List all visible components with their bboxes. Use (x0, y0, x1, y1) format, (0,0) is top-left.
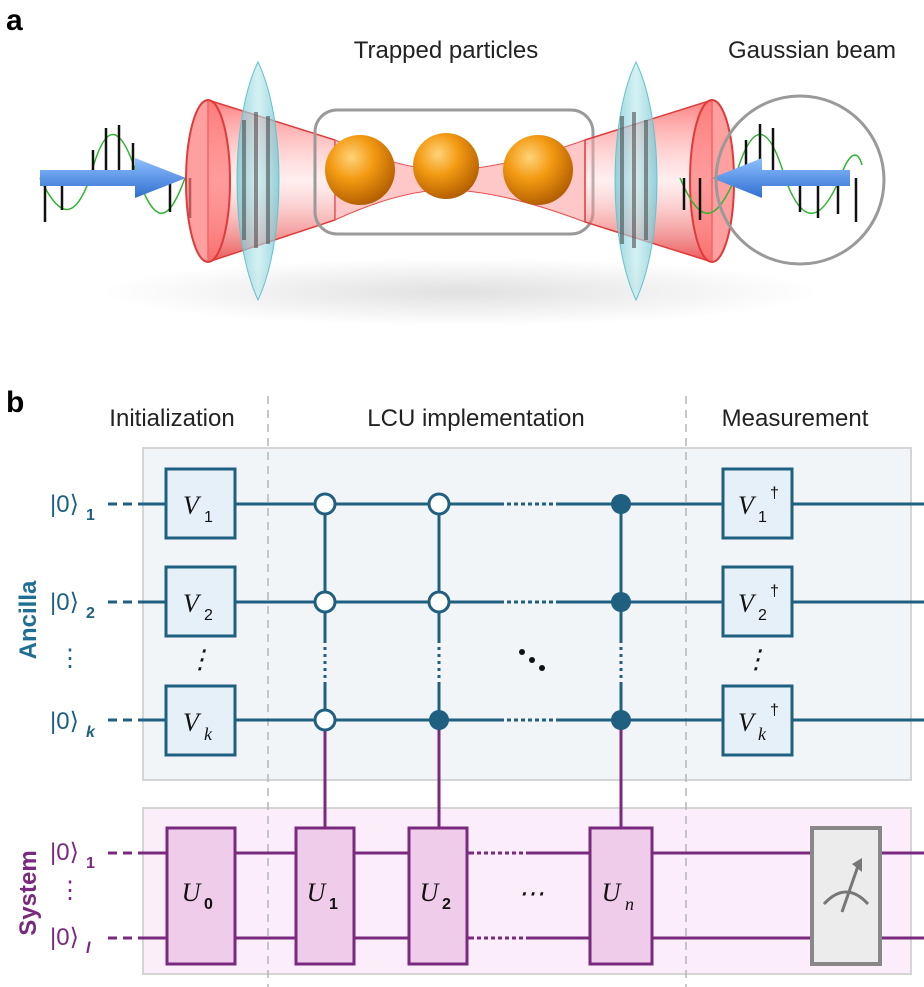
svg-text:U: U (182, 878, 203, 907)
u-gate-0: U 0 (165, 826, 237, 966)
svg-text:|0⟩: |0⟩ (50, 839, 79, 866)
svg-text:|0⟩: |0⟩ (50, 924, 79, 951)
left-arrow (40, 158, 186, 198)
stage-measurement: Measurement (722, 405, 869, 432)
v-dagger-gate-k: V k † (721, 684, 794, 757)
control-open (427, 492, 451, 516)
ancilla-ket-1: |0⟩ 1 (50, 491, 95, 524)
u-gate-ellipsis: ⋯ (518, 879, 544, 908)
control-lines-system (323, 720, 623, 828)
control-open (313, 708, 337, 732)
right-arrow (712, 158, 850, 198)
ancilla-ket-2: |0⟩ 2 (50, 589, 95, 622)
svg-text:1: 1 (204, 509, 213, 526)
svg-text:1: 1 (86, 507, 95, 524)
particle-3 (503, 135, 573, 205)
svg-text:U: U (307, 878, 328, 907)
v-dagger-gate-2: V 2 † (721, 565, 794, 638)
panel-letter-a: a (6, 4, 23, 37)
trapped-particles-label: Trapped particles (354, 37, 539, 64)
right-laser-cone (584, 98, 735, 264)
stage-lcu-implementation: LCU implementation (367, 405, 584, 432)
control-open (313, 492, 337, 516)
ancilla-region (142, 447, 912, 781)
panel-letter-b: b (6, 386, 24, 419)
svg-text:l: l (86, 940, 91, 957)
svg-text:n: n (625, 894, 634, 914)
magnifier-circle (714, 94, 886, 266)
svg-text:†: † (770, 485, 779, 502)
svg-text:V: V (183, 708, 202, 737)
system-region (142, 807, 912, 975)
svg-text:|0⟩: |0⟩ (50, 708, 79, 735)
svg-text:1: 1 (329, 896, 338, 913)
svg-text:2: 2 (442, 896, 451, 913)
floor-shadow (100, 258, 820, 326)
svg-text:U: U (602, 878, 623, 907)
system-ket-1: |0⟩ 1 (50, 839, 95, 872)
v-gate-1: V 1 (164, 467, 237, 540)
svg-text:V: V (738, 589, 757, 618)
meter-needle-icon (840, 865, 860, 913)
svg-text:V: V (738, 491, 757, 520)
svg-text:1: 1 (86, 855, 95, 872)
system-group-label: System (15, 850, 42, 935)
svg-text:1: 1 (758, 509, 767, 526)
svg-text:|0⟩: |0⟩ (50, 491, 79, 518)
v-gate-k: V k (164, 684, 237, 757)
svg-text:†: † (770, 583, 779, 600)
particle-2 (413, 133, 479, 199)
svg-text:k: k (758, 724, 767, 744)
measurement-meter (810, 826, 882, 966)
control-open (313, 590, 337, 614)
svg-text:k: k (86, 724, 96, 741)
svg-text:2: 2 (86, 605, 95, 622)
ancilla-group-label: Ancilla (15, 580, 42, 659)
ancilla-vdots: ⋮ (58, 645, 82, 672)
control-filled (611, 710, 631, 730)
svg-text:2: 2 (758, 607, 767, 624)
ancilla-ket-k: |0⟩ k (50, 708, 96, 741)
v-gate-vdots: ⋮ (187, 645, 213, 674)
u-gate-2: U 2 (407, 826, 469, 966)
svg-text:k: k (204, 724, 213, 744)
u-gate-n: U n (588, 826, 654, 966)
panel-b: b Initialization LCU implementation Meas… (6, 386, 924, 987)
system-vdots: ⋮ (58, 877, 82, 904)
diagonal-dots (519, 649, 545, 671)
control-open (427, 590, 451, 614)
svg-text:V: V (738, 708, 757, 737)
control-filled (611, 592, 631, 612)
svg-text:|0⟩: |0⟩ (50, 589, 79, 616)
svg-text:0: 0 (204, 896, 213, 913)
u-gate-1: U 1 (294, 826, 356, 966)
system-ket-l: |0⟩ l (50, 924, 91, 957)
control-dots (313, 492, 631, 732)
svg-text:U: U (420, 878, 441, 907)
v-dagger-vdots: ⋮ (743, 645, 769, 674)
svg-text:V: V (183, 589, 202, 618)
v-gate-2: V 2 (164, 565, 237, 638)
svg-text:V: V (183, 491, 202, 520)
svg-text:2: 2 (204, 607, 213, 624)
control-filled (611, 494, 631, 514)
gaussian-beam-label: Gaussian beam (728, 37, 896, 64)
panel-a: a Trapped particles Gaussian beam (6, 4, 896, 326)
meter-arc-icon (822, 890, 870, 906)
control-filled (429, 710, 449, 730)
stage-initialization: Initialization (109, 405, 234, 432)
svg-text:†: † (770, 702, 779, 719)
particle-1 (325, 135, 395, 205)
v-dagger-gate-1: V 1 † (721, 467, 794, 540)
